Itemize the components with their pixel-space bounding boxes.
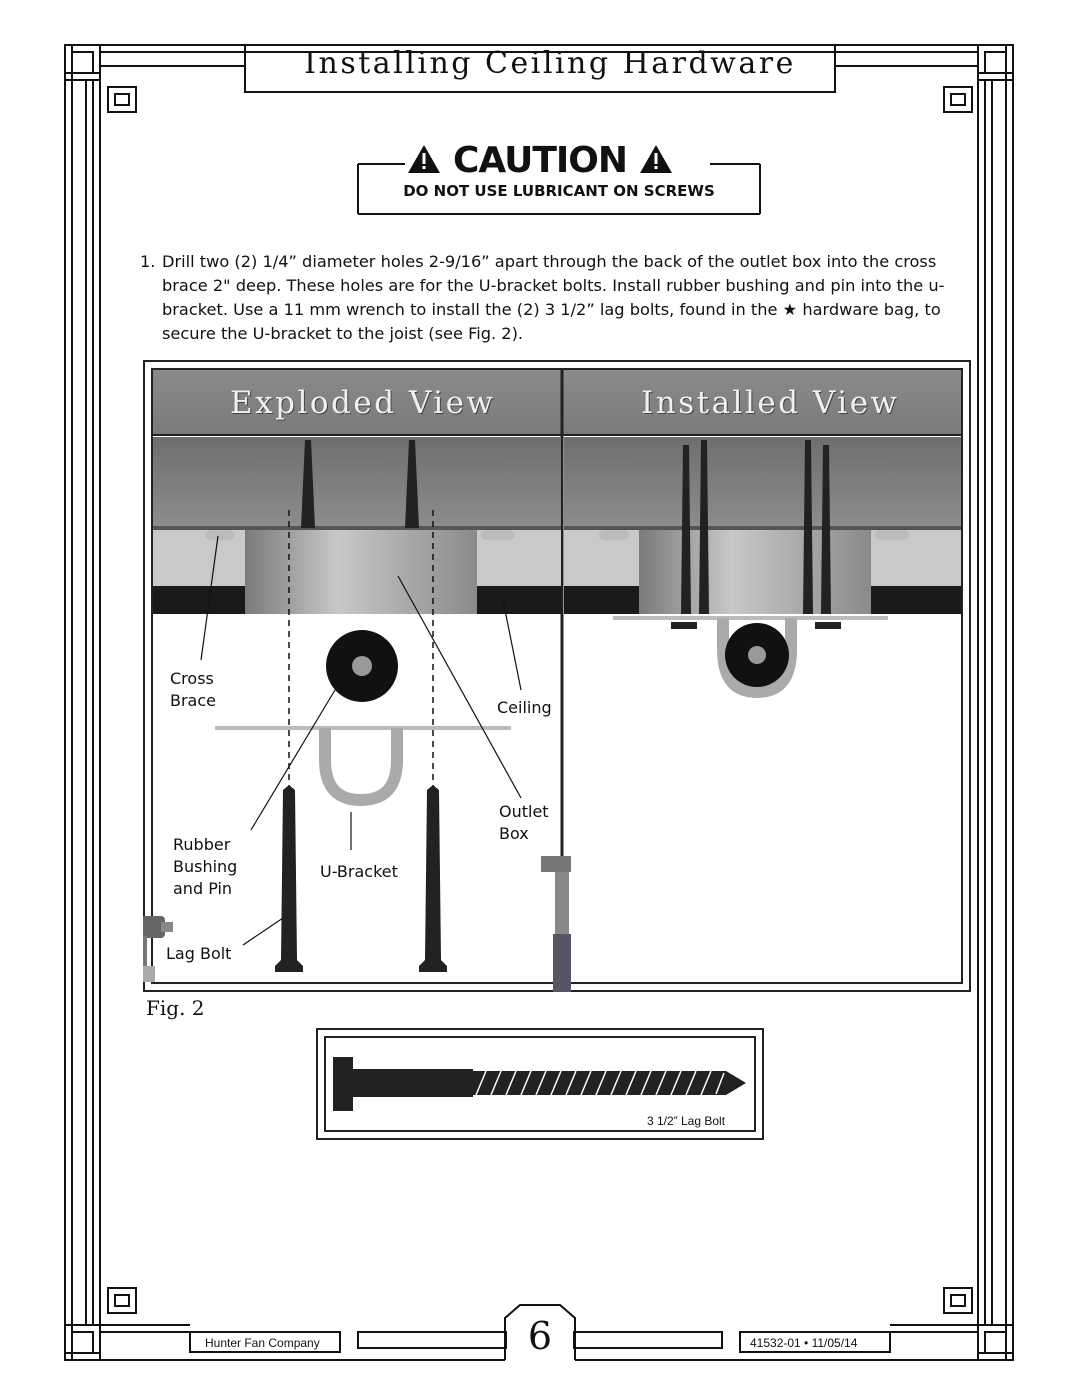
warning-triangle-icon [639, 142, 673, 183]
installed-view-header: Installed View [641, 385, 900, 421]
step-number: 1. [140, 252, 156, 271]
label-ceiling: Ceiling [497, 698, 552, 717]
caution-label: CAUTION [452, 140, 628, 181]
figure-caption: Fig. 2 [146, 996, 205, 1020]
page-number: 6 [527, 1314, 553, 1358]
step-text: Drill two (2) 1/4” diameter holes 2-9/16… [162, 252, 945, 319]
step-text-end: hardware bag, to secure the U-bracket to… [162, 300, 941, 343]
lag-bolt-caption: 3 1/2” Lag Bolt [630, 1114, 742, 1128]
warning-triangle-icon [407, 142, 441, 183]
label-u-bracket: U-Bracket [320, 862, 398, 881]
footer-company: Hunter Fan Company [205, 1336, 320, 1350]
instruction-step: 1. Drill two (2) 1/4” diameter holes 2-9… [140, 250, 970, 346]
caution-box [357, 163, 761, 215]
footer-doc-code: 41532-01 • 11/05/14 [750, 1336, 858, 1350]
page-title: Installing Ceiling Hardware [304, 46, 796, 81]
label-lag-bolt: Lag Bolt [166, 944, 232, 963]
exploded-view-header: Exploded View [230, 385, 496, 421]
caution-subtext: DO NOT USE LUBRICANT ON SCREWS [403, 182, 715, 200]
caution-heading: CAUTION [0, 140, 1080, 183]
figure-2-diagram [143, 360, 971, 992]
star-icon: ★ [782, 300, 798, 319]
